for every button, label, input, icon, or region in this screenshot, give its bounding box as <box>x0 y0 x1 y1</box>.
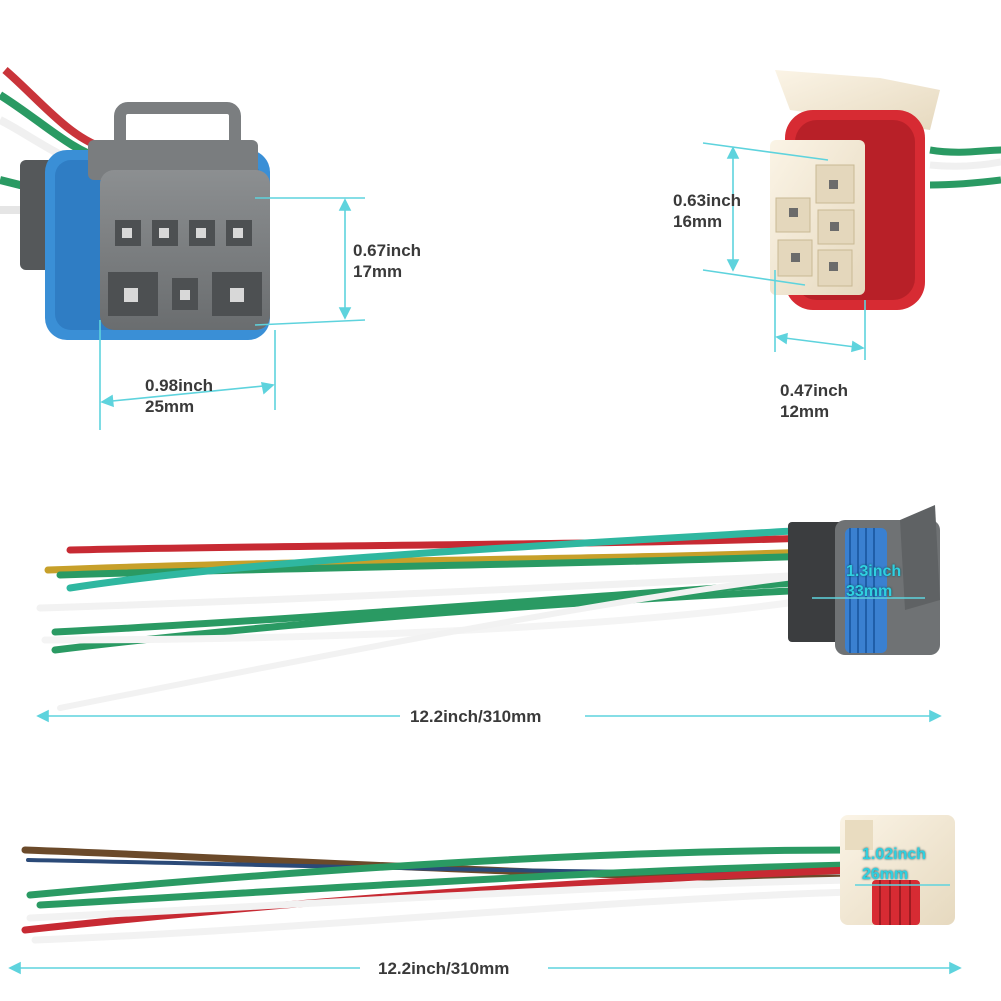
cream-height-inch: 0.63inch <box>673 191 742 210</box>
cream-width-inch: 0.47inch <box>780 381 849 400</box>
gray-dimension-lines <box>99 197 366 430</box>
gray-height-inch: 0.67inch <box>353 241 422 260</box>
gray-width-mm: 25mm <box>145 397 195 416</box>
cream-width-label: 0.47inch 12mm <box>780 380 848 422</box>
cream-height-label: 0.63inch 16mm <box>673 190 741 232</box>
gray-height-mm: 17mm <box>353 262 403 281</box>
harness-2-connector-mm: 26mm <box>862 866 909 883</box>
harness-1-wires <box>36 526 814 711</box>
harness-1-connector-label: 1.3inch 33mm <box>846 562 901 602</box>
harness-2-connector <box>840 815 955 925</box>
harness-1-connector-mm: 33mm <box>846 583 893 600</box>
harness-2-connector-inch: 1.02inch <box>862 846 927 863</box>
harness-1-connector-inch: 1.3inch <box>846 563 902 580</box>
harness-1-length-label: 12.2inch/310mm <box>402 706 550 727</box>
cream-dimension-lines <box>702 142 866 360</box>
gray-width-inch: 0.98inch <box>145 376 214 395</box>
cream-5pin-connector <box>770 70 1001 310</box>
cream-height-mm: 16mm <box>673 212 723 231</box>
harness-2-dimension-lines <box>8 884 962 975</box>
harness-1-dimension-lines <box>36 597 942 723</box>
harness-2-wires <box>21 846 854 944</box>
cream-width-mm: 12mm <box>780 402 830 421</box>
gray-height-label: 0.67inch 17mm <box>353 240 421 282</box>
harness-2-connector-label: 1.02inch 26mm <box>862 845 926 885</box>
harness-1-connector <box>788 505 940 655</box>
gray-8pin-connector <box>0 66 270 340</box>
harness-2-length-label: 12.2inch/310mm <box>370 958 518 979</box>
gray-width-label: 0.98inch 25mm <box>145 375 213 417</box>
